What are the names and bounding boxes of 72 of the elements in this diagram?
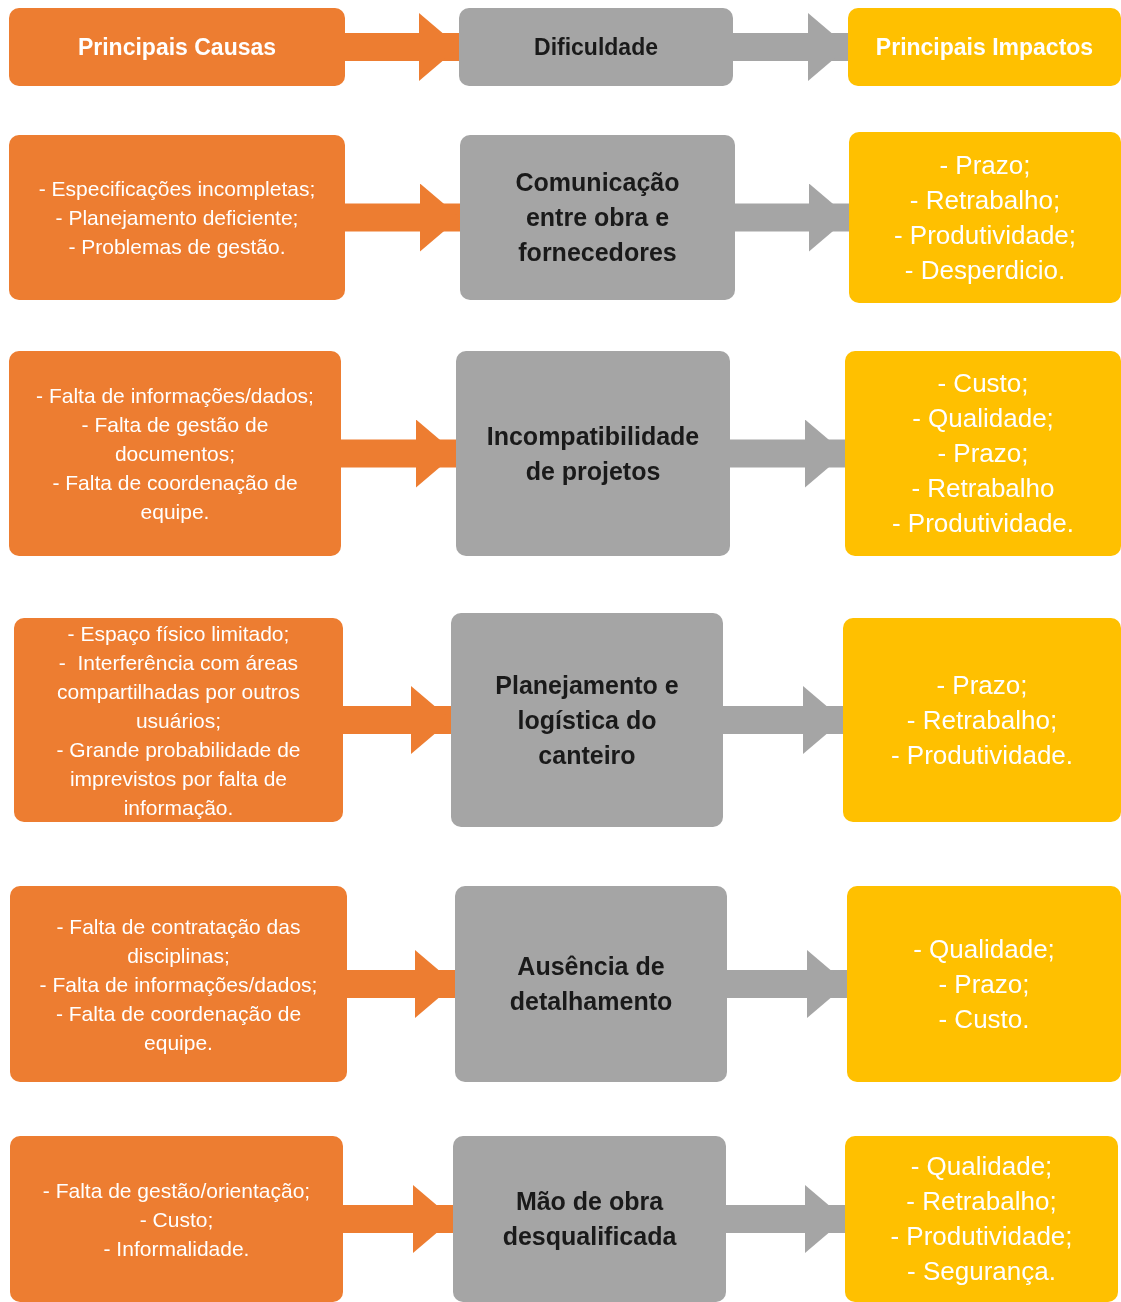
header-box: [848, 8, 1121, 86]
text-box: [847, 886, 1121, 1082]
box-text: - Prazo;: [937, 437, 1029, 470]
text-box: [849, 132, 1121, 303]
box-text: - Produtividade;: [890, 1220, 1073, 1253]
box-text: - Espaço físico limitado;: [67, 620, 290, 647]
box-text: - Falta de informações/dados;: [36, 383, 314, 409]
block-arrow: [730, 419, 845, 488]
block-arrow: [347, 950, 455, 1018]
text-box: [843, 618, 1121, 822]
box-text: - Produtividade.: [891, 507, 1075, 540]
box-text: - Qualidade;: [912, 402, 1054, 435]
box-text: Principais Causas: [77, 32, 277, 62]
block-arrow: [341, 419, 456, 488]
text-box: [451, 613, 723, 827]
text-box: [10, 886, 347, 1082]
block-arrow: [735, 183, 849, 252]
box-text: - Falta de coordenação de equipe.: [51, 470, 299, 525]
block-arrow: [727, 950, 847, 1018]
box-text: - Custo.: [938, 1002, 1030, 1036]
text-box: [9, 351, 341, 556]
text-box: [9, 135, 345, 300]
box-text: - Produtividade.: [890, 738, 1074, 772]
box-text: - Retrabalho;: [906, 703, 1058, 737]
box-text: - Retrabalho;: [909, 183, 1061, 217]
box-text: - Falta de gestão de documentos;: [80, 412, 270, 467]
box-text: - Prazo;: [939, 148, 1031, 182]
box-text: - Problemas de gestão.: [68, 234, 286, 260]
box-text: - Interferência com áreas compartilhadas por outros usuários;: [56, 649, 301, 734]
box-text: - Falta de gestão/orientação;: [42, 1177, 311, 1204]
text-box: [845, 351, 1121, 556]
header-box: [9, 8, 345, 86]
box-text: Incompatibilidade de projetos: [486, 420, 700, 487]
box-text: Comunicação entre obra e fornecedores: [514, 167, 681, 268]
text-box: [10, 1136, 343, 1302]
box-text: Dificuldade: [534, 32, 658, 62]
box-text: - Grande probabilidade de imprevistos por falta de informação.: [55, 736, 302, 821]
text-box: [453, 1136, 726, 1302]
text-box: [845, 1136, 1118, 1302]
box-text: - Especificações incompletas;: [38, 176, 316, 202]
block-arrow: [343, 686, 451, 754]
text-box: [455, 886, 727, 1082]
box-text: - Desperdicio.: [904, 253, 1066, 287]
header-box: [459, 8, 733, 86]
box-text: - Falta de coordenação de equipe.: [54, 1000, 303, 1056]
box-text: - Falta de informações/dados;: [39, 971, 318, 998]
text-box: [460, 135, 735, 300]
box-text: - Retrabalho;: [906, 1185, 1057, 1218]
box-text: - Qualidade;: [910, 1150, 1053, 1183]
box-text: Ausência de detalhamento: [508, 951, 674, 1017]
box-text: - Custo;: [139, 1206, 214, 1233]
block-arrow: [343, 1185, 453, 1253]
text-box: [456, 351, 730, 556]
box-text: - Segurança.: [907, 1255, 1056, 1288]
block-arrow: [345, 13, 459, 81]
block-arrow: [723, 686, 843, 754]
box-text: - Qualidade;: [913, 932, 1055, 966]
block-arrow: [726, 1185, 845, 1253]
box-text: - Prazo;: [936, 668, 1028, 702]
box-text: Planejamento e logística do canteiro: [494, 669, 680, 771]
box-text: - Custo;: [937, 367, 1029, 400]
box-text: - Informalidade.: [103, 1235, 250, 1262]
text-box: [14, 618, 343, 822]
box-text: - Retrabalho: [911, 472, 1055, 505]
box-text: Mão de obra desqualificada: [501, 1186, 678, 1252]
box-text: - Prazo;: [938, 967, 1030, 1001]
block-arrow: [733, 13, 848, 81]
box-text: - Falta de contratação das disciplinas;: [55, 913, 302, 969]
block-arrow: [345, 183, 460, 252]
box-text: Principais Impactos: [875, 32, 1094, 62]
box-text: - Planejamento deficiente;: [55, 205, 299, 231]
box-text: - Produtividade;: [893, 218, 1077, 252]
